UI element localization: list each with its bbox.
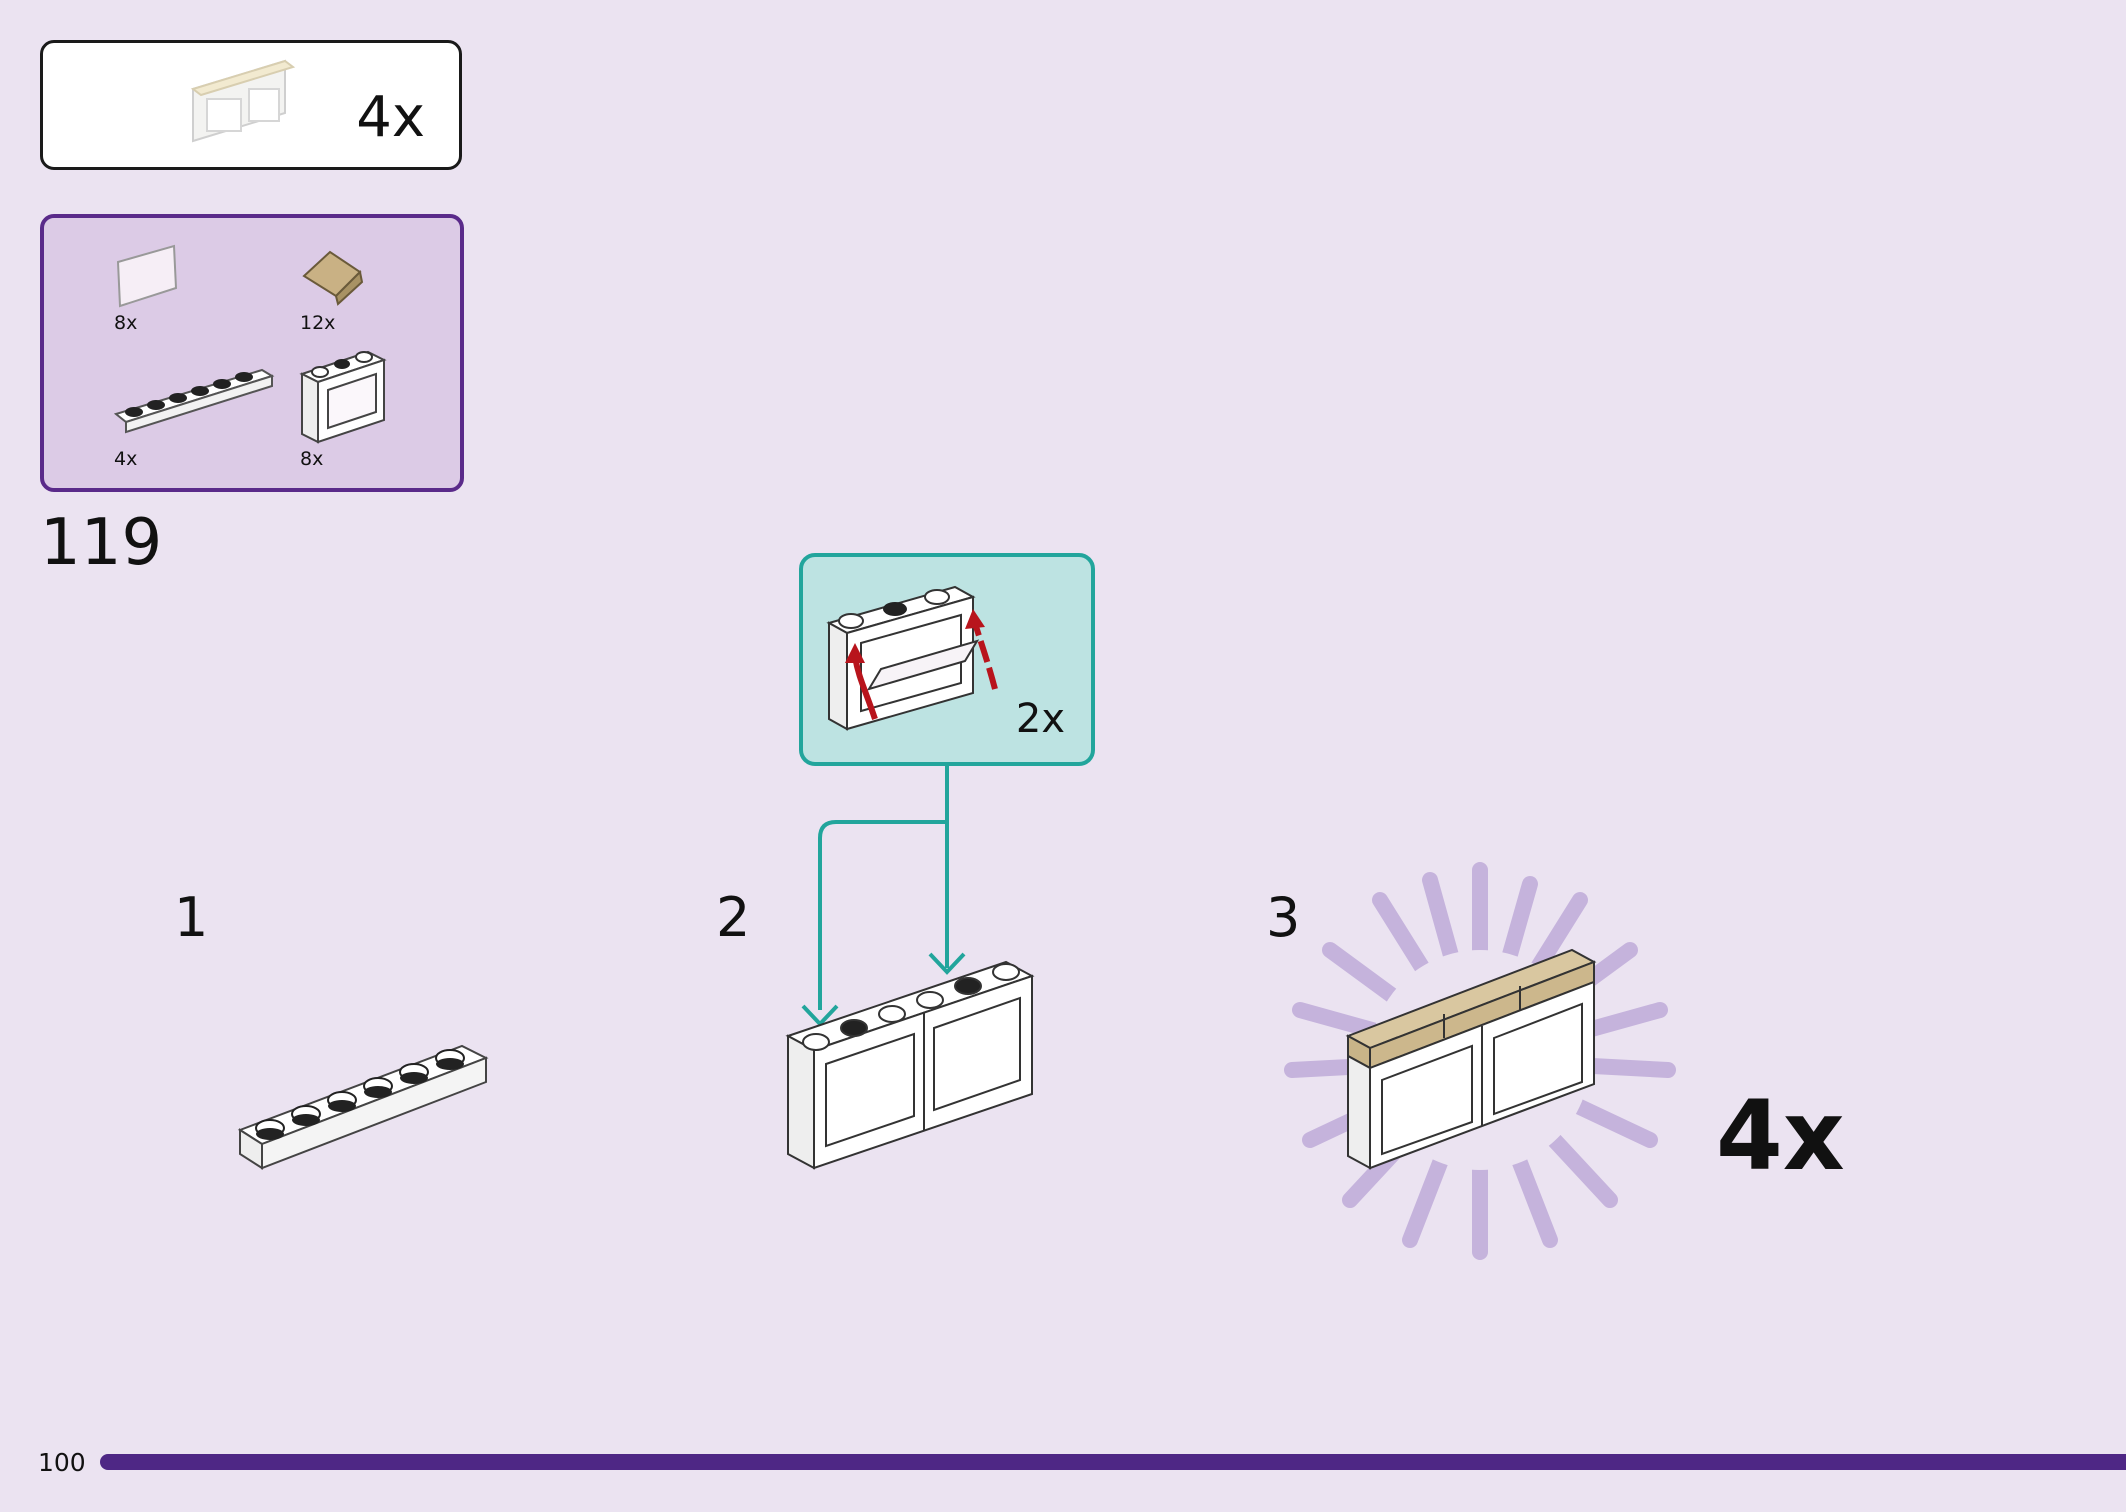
- parts-list: 8x 12x 4x 8x: [40, 214, 464, 492]
- submodel-preview-image: [190, 59, 296, 143]
- page-number: 100: [38, 1448, 86, 1477]
- white-plate-qty: 4x: [114, 448, 138, 470]
- window-glass-qty: 8x: [114, 312, 138, 334]
- window-glass-part-icon: [116, 244, 178, 308]
- substep-1-plate-image: [237, 1044, 489, 1170]
- window-assembly-image: [826, 585, 998, 731]
- page-progress-bar: [100, 1454, 2126, 1470]
- tan-slope-part-icon: [302, 250, 364, 306]
- substep-3-number: 3: [1266, 886, 1301, 949]
- white-plate-part-icon: [113, 368, 275, 434]
- step-number: 119: [40, 506, 163, 580]
- substep-2-number: 2: [716, 886, 751, 949]
- window-assembly-callout: 2x: [799, 553, 1095, 766]
- submodel-multiplier: 4x: [356, 85, 425, 150]
- tan-slope-qty: 12x: [300, 312, 336, 334]
- substep-3-multiplier: 4x: [1716, 1080, 1845, 1192]
- substep-2-frames-image: [785, 960, 1035, 1170]
- substep-1-number: 1: [174, 886, 209, 949]
- window-assembly-multiplier: 2x: [1015, 696, 1065, 742]
- window-frame-part-icon: [299, 350, 387, 444]
- substep-3-window-module-image: [1345, 948, 1597, 1170]
- submodel-callout: 4x: [40, 40, 462, 170]
- window-frame-qty: 8x: [300, 448, 324, 470]
